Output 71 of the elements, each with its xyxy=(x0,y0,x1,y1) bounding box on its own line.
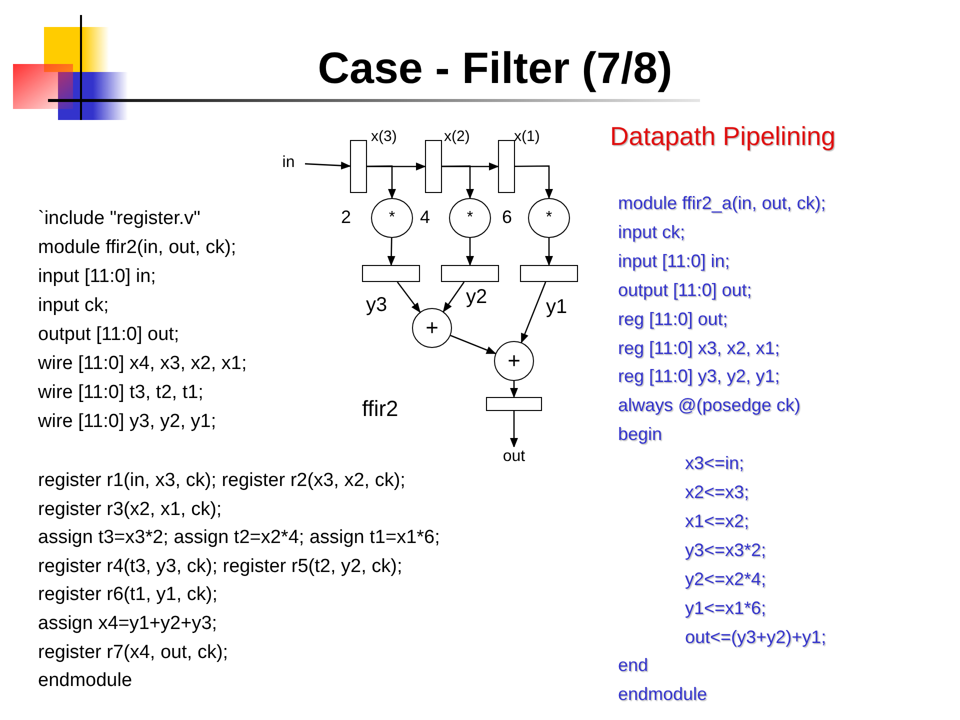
code-line: endmodule xyxy=(618,683,708,706)
code-line: always @(posedge ck) xyxy=(618,394,800,416)
section-heading: Datapath Pipelining xyxy=(610,121,836,151)
arrow xyxy=(510,411,518,448)
arrow xyxy=(545,238,553,266)
code-line: register r7(x4, out, ck); xyxy=(38,640,228,664)
code-line: assign t3=x3*2; assign t2=x2*4; assign t1=x1*6; xyxy=(38,526,440,550)
coefficient-label: 6 xyxy=(502,206,512,228)
arrow xyxy=(450,334,496,354)
arrow xyxy=(520,282,546,344)
code-line: register r1(in, x3, ck); register r2(x3, x2, ck); xyxy=(38,469,406,492)
code-line: `include "register.v" xyxy=(38,207,200,230)
code-line: input [11:0] in; xyxy=(38,265,156,288)
multiplier-circle: * xyxy=(449,198,491,238)
register-box xyxy=(441,265,499,282)
adder-circle: + xyxy=(412,308,452,348)
code-line: x2<=x3; xyxy=(685,481,750,503)
code-line: wire [11:0] y3, y2, y1; xyxy=(38,410,216,433)
arrow xyxy=(442,282,465,312)
code-line: reg [11:0] x3, x2, x1; xyxy=(618,336,780,358)
arrow xyxy=(510,381,518,398)
slide-title: Case - Filter (7/8) xyxy=(316,44,674,94)
multiplier-circle: * xyxy=(371,198,413,238)
edge-label: y3 xyxy=(366,294,388,316)
code-line: module ffir2(in, out, ck); xyxy=(38,236,236,259)
arrow xyxy=(466,238,474,266)
arrow xyxy=(366,165,396,199)
edge-label: y2 xyxy=(466,286,488,308)
code-line: register r6(t1, y1, ck); xyxy=(38,583,218,606)
adder-circle: + xyxy=(494,341,534,381)
edge-label: y1 xyxy=(546,296,568,318)
coefficient-label: 4 xyxy=(420,206,430,228)
code-line: input ck; xyxy=(38,294,109,317)
code-line: endmodule xyxy=(38,669,132,692)
multiplier-circle: * xyxy=(528,198,570,238)
code-line: output [11:0] out; xyxy=(38,323,180,346)
code-line: reg [11:0] y3, y2, y1; xyxy=(618,365,780,388)
signal-label: x(1) xyxy=(514,127,540,146)
code-line: x1<=x2; xyxy=(685,510,750,532)
code-line: out<=(y3+y2)+y1; xyxy=(685,626,826,648)
signal-label: x(2) xyxy=(444,127,470,146)
code-line: x3<=in; xyxy=(685,452,744,474)
register-box xyxy=(425,140,442,193)
code-line: assign x4=y1+y2+y3; xyxy=(38,612,218,635)
arrow xyxy=(304,162,351,170)
register-box xyxy=(486,397,542,411)
arrow xyxy=(396,282,421,313)
code-line: wire [11:0] x4, x3, x2, x1; xyxy=(38,352,247,375)
code-line: register r4(t3, y3, ck); register r5(t2, y2, ck); xyxy=(38,554,402,578)
register-box xyxy=(520,265,578,282)
arrow xyxy=(515,165,553,199)
code-line: register r3(x2, x1, ck); xyxy=(38,498,222,521)
code-line: module ffir2_a(in, out, ck); xyxy=(618,192,826,214)
module-label: ffir2 xyxy=(362,396,398,422)
code-line: reg [11:0] out; xyxy=(618,308,728,330)
code-line: begin xyxy=(618,423,662,446)
arrow xyxy=(387,238,396,266)
code-line: wire [11:0] t3, t2, t1; xyxy=(38,381,204,404)
arrow xyxy=(442,165,474,199)
code-line: output [11:0] out; xyxy=(618,278,752,301)
coefficient-label: 2 xyxy=(341,206,352,228)
code-line: end xyxy=(618,654,648,676)
signal-label: x(3) xyxy=(371,127,397,146)
code-line: y2<=x2*4; xyxy=(685,568,766,590)
code-line: input ck; xyxy=(618,220,686,243)
register-box xyxy=(498,140,515,193)
code-line: y3<=x3*2; xyxy=(685,538,766,561)
register-box xyxy=(350,140,367,193)
code-line: input [11:0] in; xyxy=(618,250,730,272)
code-line: y1<=x1*6; xyxy=(685,596,766,619)
register-box xyxy=(362,265,420,282)
